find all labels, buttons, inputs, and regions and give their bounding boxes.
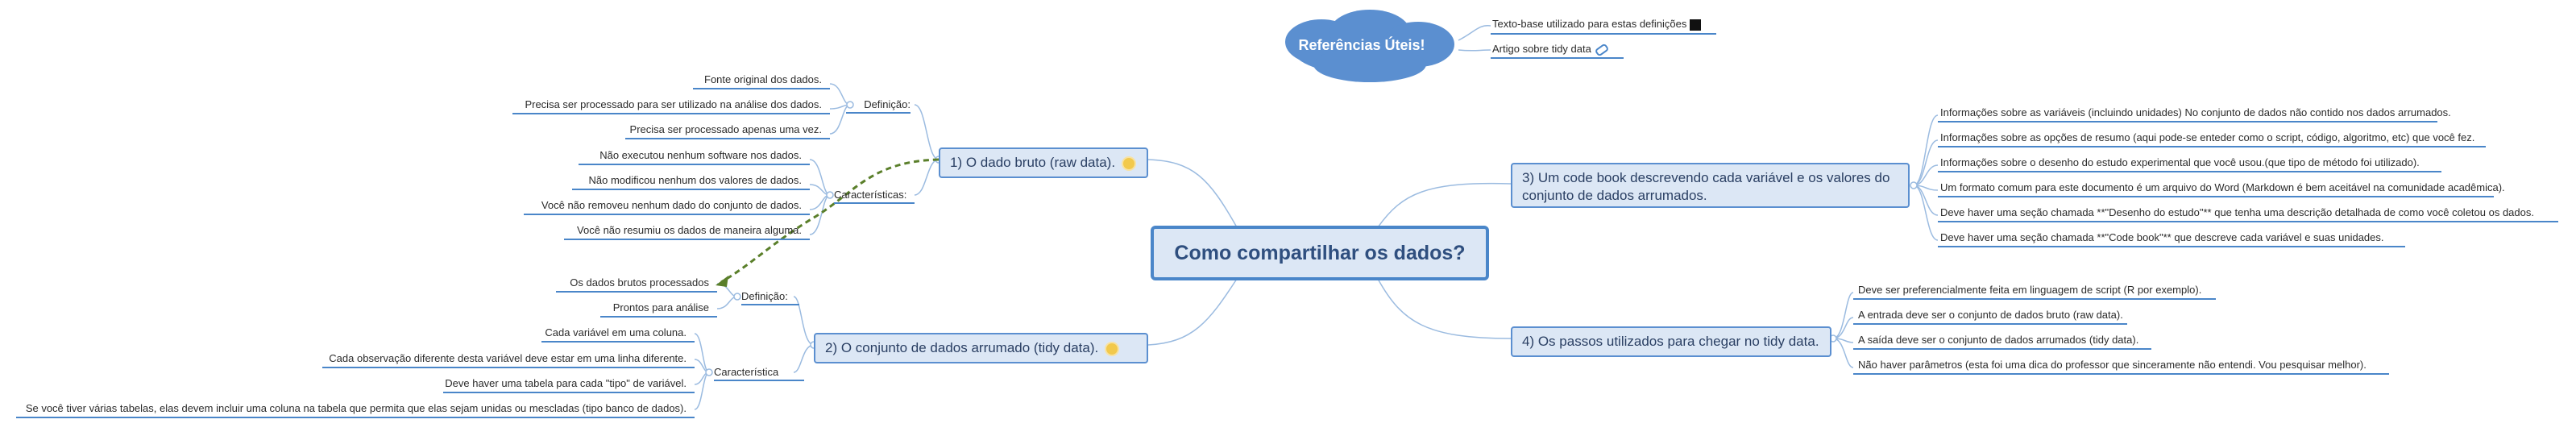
branch1-car-item: Você não removeu nenhum dado do conjunto… — [541, 199, 802, 211]
branch-raw-data[interactable]: 1) O dado bruto (raw data). — [939, 147, 1148, 178]
branch3-item: Deve haver uma seção chamada **"Code boo… — [1940, 231, 2384, 243]
central-topic[interactable]: Como compartilhar os dados? — [1151, 226, 1489, 280]
branch2-def-item: Prontos para análise — [612, 301, 709, 314]
star-icon — [1106, 343, 1118, 355]
branch1-def-item: Fonte original dos dados. — [704, 73, 822, 85]
link-icon[interactable] — [1594, 42, 1610, 57]
branch1-def-item: Precisa ser processado apenas uma vez. — [629, 123, 822, 135]
branch4-item: A entrada deve ser o conjunto de dados b… — [1858, 309, 2123, 321]
branch3-title-line1: 3) Um code book descrevendo cada variáve… — [1522, 170, 1890, 185]
branch3-title-line2: conjunto de dados arrumados. — [1522, 188, 1707, 203]
reference-item-text-base[interactable]: Texto-base utilizado para estas definiçõ… — [1492, 18, 1702, 31]
branch3-item: Informações sobre o desenho do estudo ex… — [1940, 156, 2420, 168]
branch1-caracteristicas-label: Características: — [834, 189, 907, 201]
branch2-car-item: Cada observação diferente desta variável… — [329, 352, 687, 364]
relationship-arrow — [720, 158, 940, 284]
branch3-item: Informações sobre as variáveis (incluind… — [1940, 106, 2451, 118]
branch2-def-item: Os dados brutos processados — [570, 276, 709, 289]
branch-steps[interactable]: 4) Os passos utilizados para chegar no t… — [1511, 326, 1831, 357]
black-square-icon — [1690, 19, 1702, 31]
branch3-item: Um formato comum para este documento é u… — [1940, 181, 2505, 193]
branch2-caracteristica-label: Característica — [714, 366, 779, 378]
branch1-car-item: Você não resumiu os dados de maneira alg… — [577, 224, 802, 236]
branch-code-book[interactable]: 3) Um code book descrevendo cada variáve… — [1511, 163, 1910, 208]
branch1-definicao-label: Definição: — [864, 98, 911, 110]
references-title: Referências Úteis! — [1298, 37, 1425, 53]
reference-item-tidy-data[interactable]: Artigo sobre tidy data — [1492, 42, 1610, 57]
branch2-car-item: Deve haver uma tabela para cada "tipo" d… — [445, 377, 687, 389]
branch2-car-item: Se você tiver várias tabelas, elas devem… — [25, 402, 687, 414]
branch4-item: A saída deve ser o conjunto de dados arr… — [1858, 334, 2139, 346]
branch2-car-item: Cada variável em uma coluna. — [545, 326, 687, 338]
cloud-shape — [1285, 10, 1454, 82]
branch4-item: Deve ser preferencialmente feita em ling… — [1858, 284, 2202, 296]
branch1-car-item: Não executou nenhum software nos dados. — [599, 149, 802, 161]
branch1-car-item: Não modificou nenhum dos valores de dado… — [588, 174, 803, 186]
branch-tidy-data[interactable]: 2) O conjunto de dados arrumado (tidy da… — [814, 333, 1148, 363]
branch3-item: Informações sobre as opções de resumo (a… — [1940, 131, 2475, 143]
star-icon — [1123, 157, 1135, 169]
branch3-item: Deve haver uma seção chamada **"Desenho … — [1940, 206, 2534, 218]
branch1-def-item: Precisa ser processado para ser utilizad… — [525, 98, 822, 110]
branch4-item: Não haver parâmetros (esta foi uma dica … — [1858, 359, 2367, 371]
branch2-definicao-label: Definição: — [741, 290, 788, 302]
